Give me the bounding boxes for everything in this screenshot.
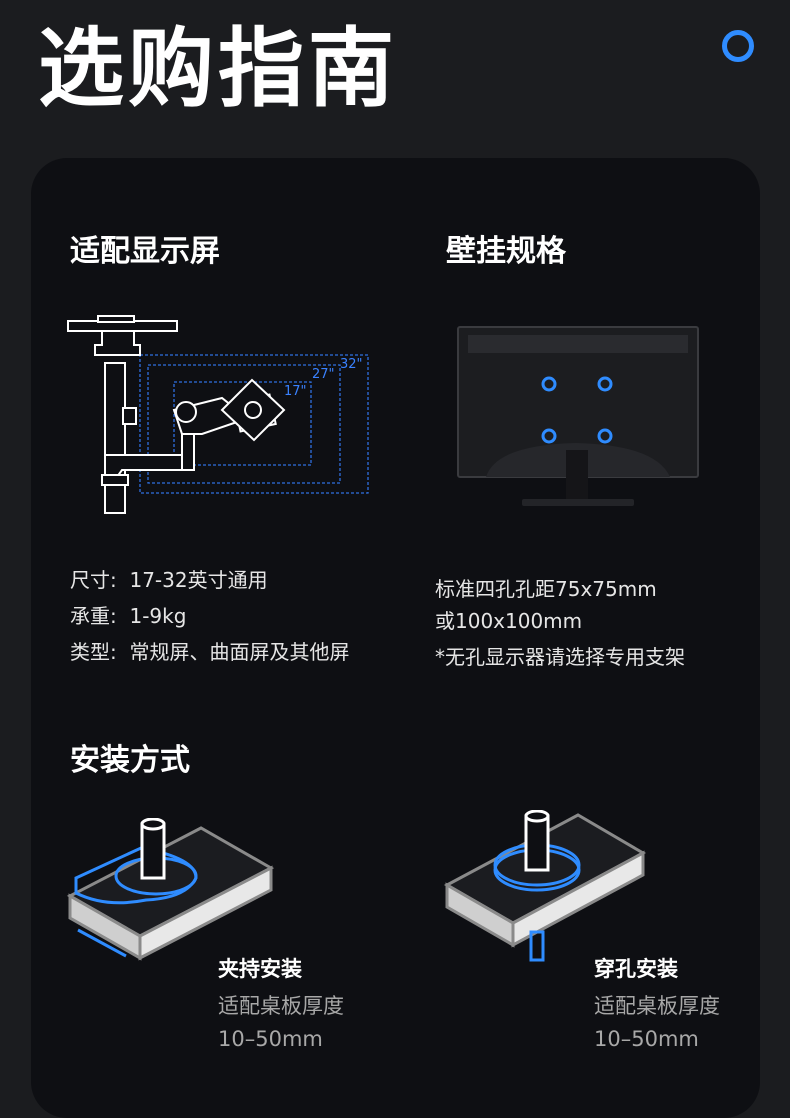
clamp-mount-range: 10–50mm xyxy=(218,1027,323,1051)
vesa-line-1: 标准四孔孔距75x75mm xyxy=(435,577,657,601)
monitor-back-illustration xyxy=(457,326,699,506)
vesa-hole-2 xyxy=(597,376,613,392)
vesa-section-title: 壁挂规格 xyxy=(446,234,566,269)
frame-27 xyxy=(147,364,341,484)
page-title: 选购指南 xyxy=(38,19,398,119)
vesa-hole-4 xyxy=(597,428,613,444)
through-hole-mount-illustration xyxy=(443,810,647,962)
through-hole-mount-range: 10–50mm xyxy=(594,1027,699,1051)
size-label-17: 17" xyxy=(284,384,307,399)
frame-32 xyxy=(139,354,369,494)
vesa-specs: 标准四孔孔距75x75mm 或100x100mm *无孔显示器请选择专用支架 xyxy=(435,571,685,675)
through-hole-mount-desc: 适配桌板厚度 xyxy=(594,994,720,1018)
clamp-mount-desc: 适配桌板厚度 xyxy=(218,994,344,1018)
spec-type: 类型: 常规屏、曲面屏及其他屏 xyxy=(70,640,350,664)
guide-panel xyxy=(31,158,760,1118)
fit-specs: 尺寸: 17-32英寸通用 承重: 1-9kg 类型: 常规屏、曲面屏及其他屏 xyxy=(70,562,349,670)
install-section-title: 安装方式 xyxy=(70,743,190,778)
vesa-hole-3 xyxy=(541,428,557,444)
monitor-arm-diagram: 17" 27" 32" xyxy=(67,315,369,514)
spec-load: 承重: 1-9kg xyxy=(70,604,187,628)
ring-icon xyxy=(722,30,754,62)
vesa-line-3: *无孔显示器请选择专用支架 xyxy=(435,645,685,669)
clamp-mount-illustration xyxy=(66,818,275,961)
through-hole-mount-title: 穿孔安装 xyxy=(594,957,678,981)
size-label-27: 27" xyxy=(312,367,335,382)
spec-size: 尺寸: 17-32英寸通用 xyxy=(70,568,268,592)
fit-section-title: 适配显示屏 xyxy=(70,234,220,269)
clamp-mount-title: 夹持安装 xyxy=(218,957,302,981)
vesa-line-2: 或100x100mm xyxy=(435,609,583,633)
vesa-hole-1 xyxy=(541,376,557,392)
size-label-32: 32" xyxy=(340,357,363,372)
